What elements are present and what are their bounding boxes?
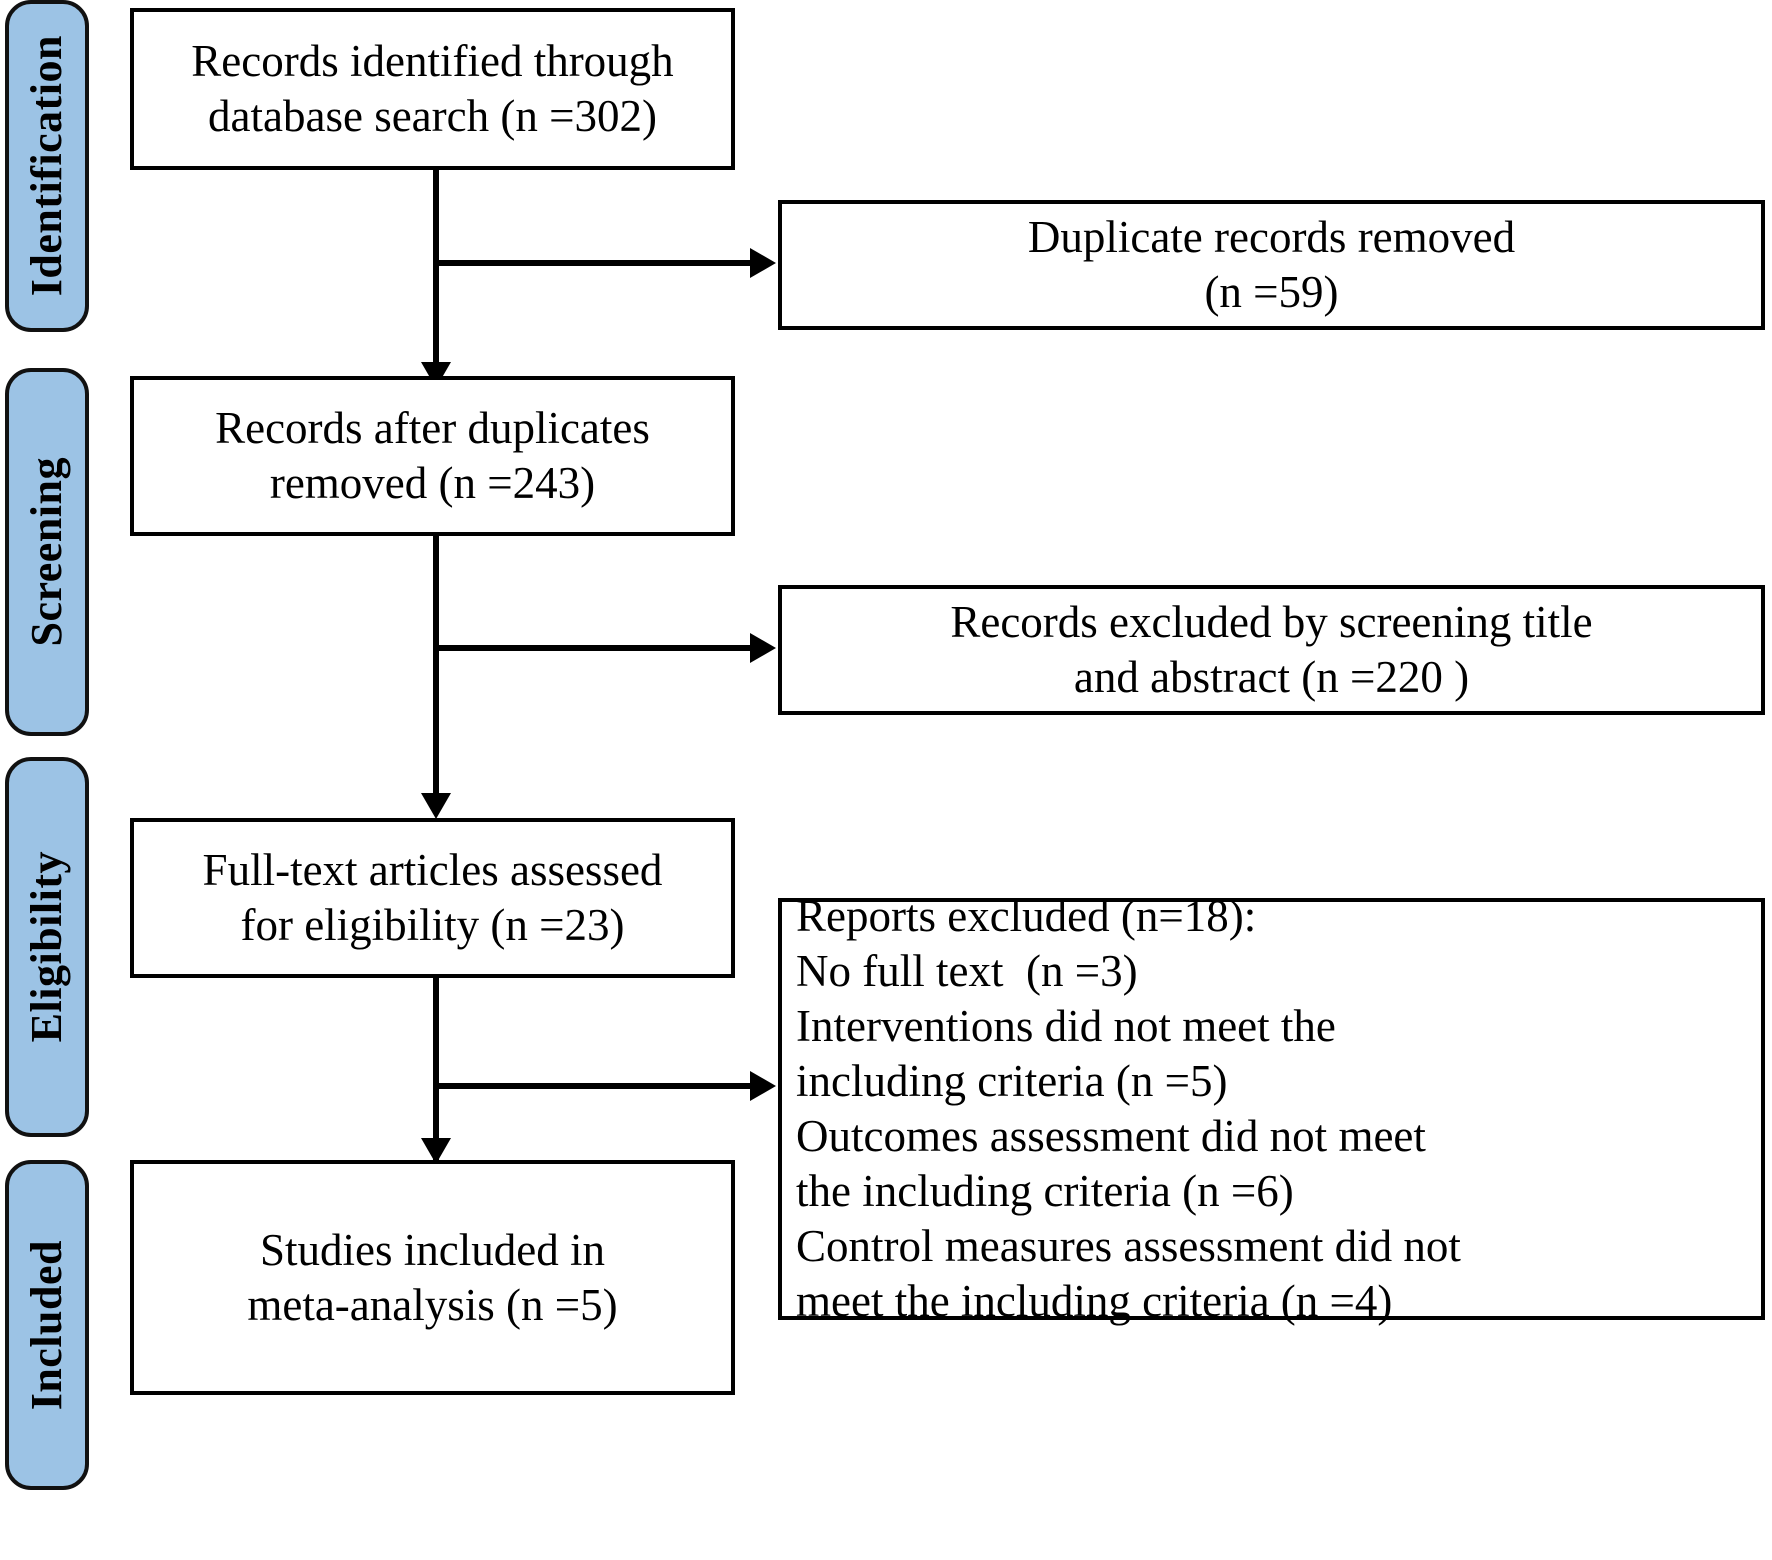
arrowhead-to-duplicates-removed (750, 248, 776, 278)
box-studies-included-line-1: Studies included in (260, 1224, 605, 1275)
box-reports-excluded-line-1: Reports excluded (n=18): (796, 891, 1257, 942)
connector-fulltext-to-included (433, 978, 439, 1178)
box-records-identified-line-1: Records identified through (191, 36, 674, 87)
stage-pill-identification: Identification (5, 0, 89, 332)
box-duplicate-records-removed-line-1: Duplicate records removed (1027, 212, 1516, 263)
stage-label-included: Included (22, 1239, 71, 1411)
stage-label-eligibility: Eligibility (22, 851, 71, 1043)
stage-label-screening: Screening (22, 457, 71, 647)
box-studies-included-line-2: meta-analysis (n =5) (247, 1279, 618, 1330)
box-duplicate-records-removed-line-2: (n =59) (1204, 267, 1339, 317)
arrowhead-to-fulltext (421, 793, 451, 819)
box-fulltext-assessed-line-1: Full-text articles assessed (202, 845, 663, 896)
connector-to-duplicates-removed (433, 260, 753, 266)
connector-identified-to-after-duplicates (433, 170, 439, 370)
connector-to-reports-excluded (433, 1083, 753, 1089)
stage-pill-screening: Screening (5, 368, 89, 736)
stage-pill-eligibility: Eligibility (5, 757, 89, 1137)
arrowhead-to-reports-excluded (750, 1071, 776, 1101)
box-reports-excluded-line-4: including criteria (n =5) (796, 1056, 1228, 1107)
box-records-identified: Records identified through database sear… (130, 8, 735, 170)
box-reports-excluded-line-5: Outcomes assessment did not meet (796, 1111, 1426, 1161)
arrowhead-to-records-excluded (750, 633, 776, 663)
box-records-excluded-screening-line-2: and abstract (n =220 ) (1073, 652, 1470, 702)
connector-to-records-excluded (433, 645, 753, 651)
stage-pill-included: Included (5, 1160, 89, 1490)
box-studies-included: Studies included in meta-analysis (n =5) (130, 1160, 735, 1395)
box-records-excluded-screening-line-1: Records excluded by screening title (950, 597, 1593, 648)
box-records-excluded-screening: Records excluded by screening title and … (778, 585, 1765, 715)
connector-after-duplicates-to-fulltext (433, 536, 439, 801)
box-duplicate-records-removed: Duplicate records removed (n =59) (778, 200, 1765, 330)
box-fulltext-assessed-line-2: for eligibility (n =23) (240, 900, 625, 950)
box-records-identified-line-2: database search (n =302) (208, 91, 657, 141)
box-records-after-duplicates-line-1: Records after duplicates (215, 403, 650, 454)
box-fulltext-assessed: Full-text articles assessed for eligibil… (130, 818, 735, 978)
arrowhead-to-studies-included (421, 1138, 451, 1164)
box-reports-excluded-line-2: No full text (n =3) (796, 946, 1138, 997)
box-reports-excluded-line-7: Control measures assessment did not (796, 1220, 1461, 1271)
box-records-after-duplicates: Records after duplicates removed (n =243… (130, 376, 735, 536)
stage-label-identification: Identification (22, 35, 71, 297)
box-records-after-duplicates-line-2: removed (n =243) (269, 458, 596, 508)
box-reports-excluded: Reports excluded (n=18): No full text (n… (778, 891, 1765, 1326)
box-reports-excluded-line-6: the including criteria (n =6) (796, 1165, 1294, 1216)
box-reports-excluded-line-3: Interventions did not meet the (796, 1001, 1336, 1052)
box-reports-excluded-line-8: meet the including criteria (n =4) (796, 1275, 1393, 1326)
